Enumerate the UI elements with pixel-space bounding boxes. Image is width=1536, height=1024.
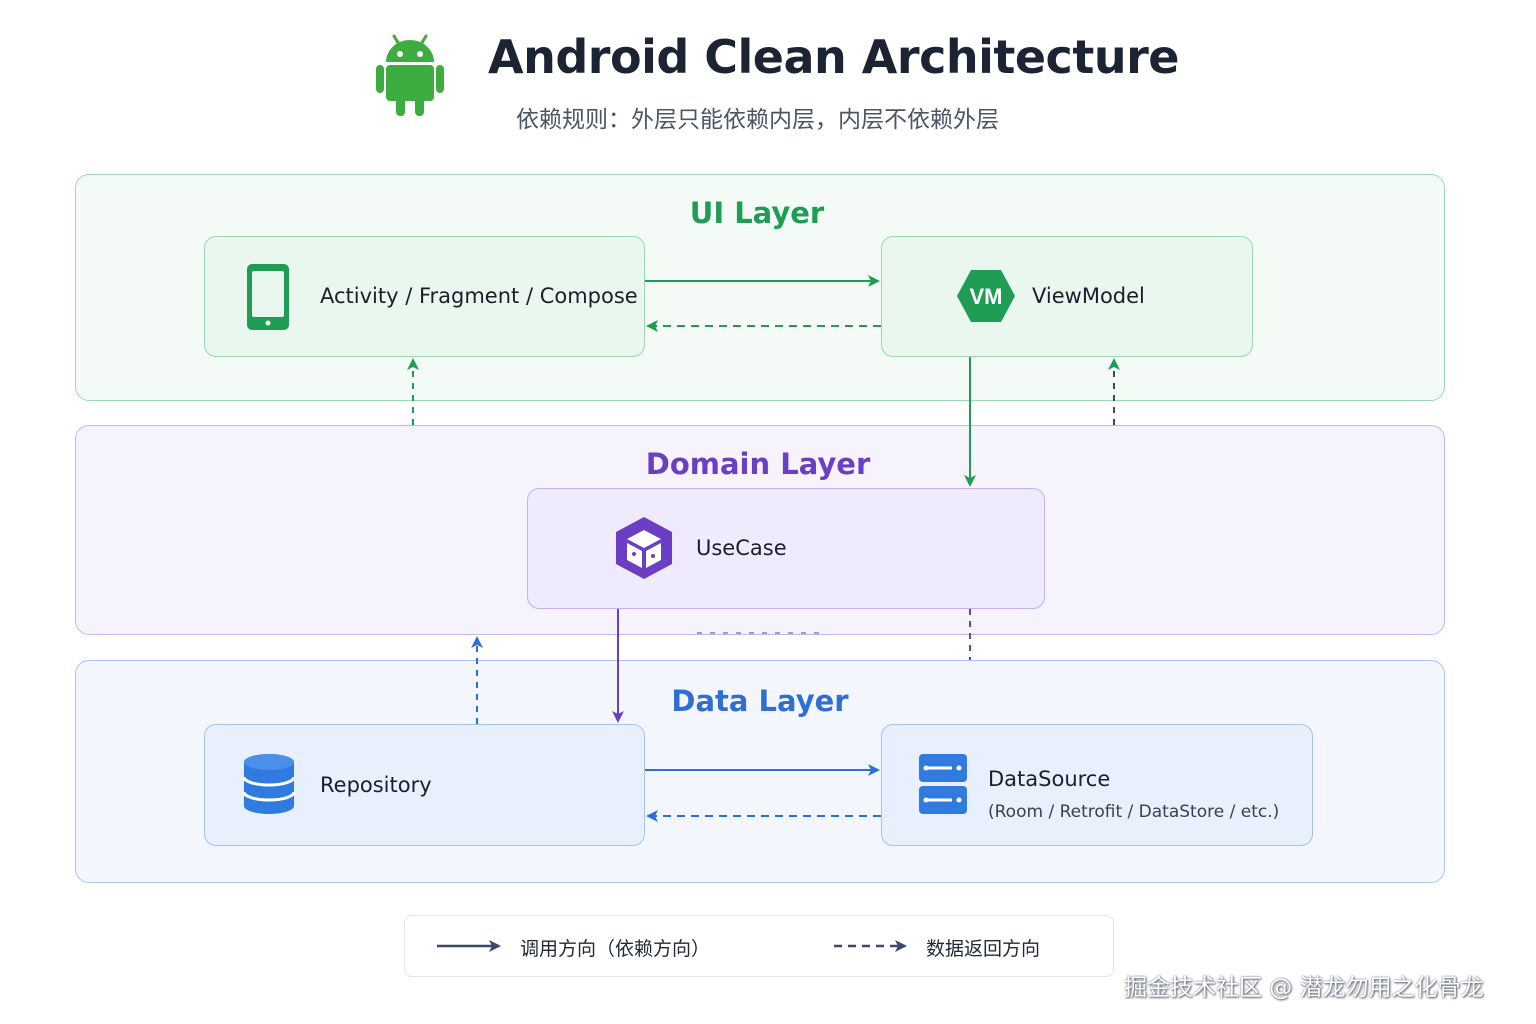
- domain-layer-title: Domain Layer: [645, 447, 871, 481]
- legend: [404, 915, 1114, 977]
- android-robot-icon: [376, 34, 444, 116]
- page-title: Android Clean Architecture: [488, 30, 1179, 84]
- watermark: 掘金技术社区 @ 潜龙勿用之化骨龙: [1124, 975, 1484, 1001]
- datasource-label: DataSource: [988, 767, 1111, 791]
- cube-icon: [616, 517, 672, 579]
- activity-label: Activity / Fragment / Compose: [320, 284, 638, 308]
- smartphone-icon: [247, 264, 289, 330]
- server-icon: [919, 754, 967, 814]
- legend-call-label: 调用方向（依赖方向）: [520, 938, 711, 960]
- usecase-label: UseCase: [696, 536, 787, 560]
- page-subtitle: 依赖规则：外层只能依赖内层，内层不依赖外层: [516, 107, 999, 133]
- viewmodel-label: ViewModel: [1032, 284, 1145, 308]
- database-icon: [242, 754, 296, 814]
- datasource-sublabel: (Room / Retrofit / DataStore / etc.): [988, 802, 1280, 822]
- legend-return-label: 数据返回方向: [926, 938, 1041, 960]
- viewmodel-node: [881, 236, 1253, 357]
- repository-label: Repository: [320, 773, 432, 797]
- vm-hexagon-icon: VM: [957, 270, 1015, 322]
- usecase-node: [527, 488, 1045, 609]
- datasource-node: [881, 724, 1313, 846]
- svg-text:VM: VM: [970, 284, 1003, 309]
- data-layer-title: Data Layer: [671, 684, 849, 718]
- ui-layer-title: UI Layer: [689, 196, 825, 230]
